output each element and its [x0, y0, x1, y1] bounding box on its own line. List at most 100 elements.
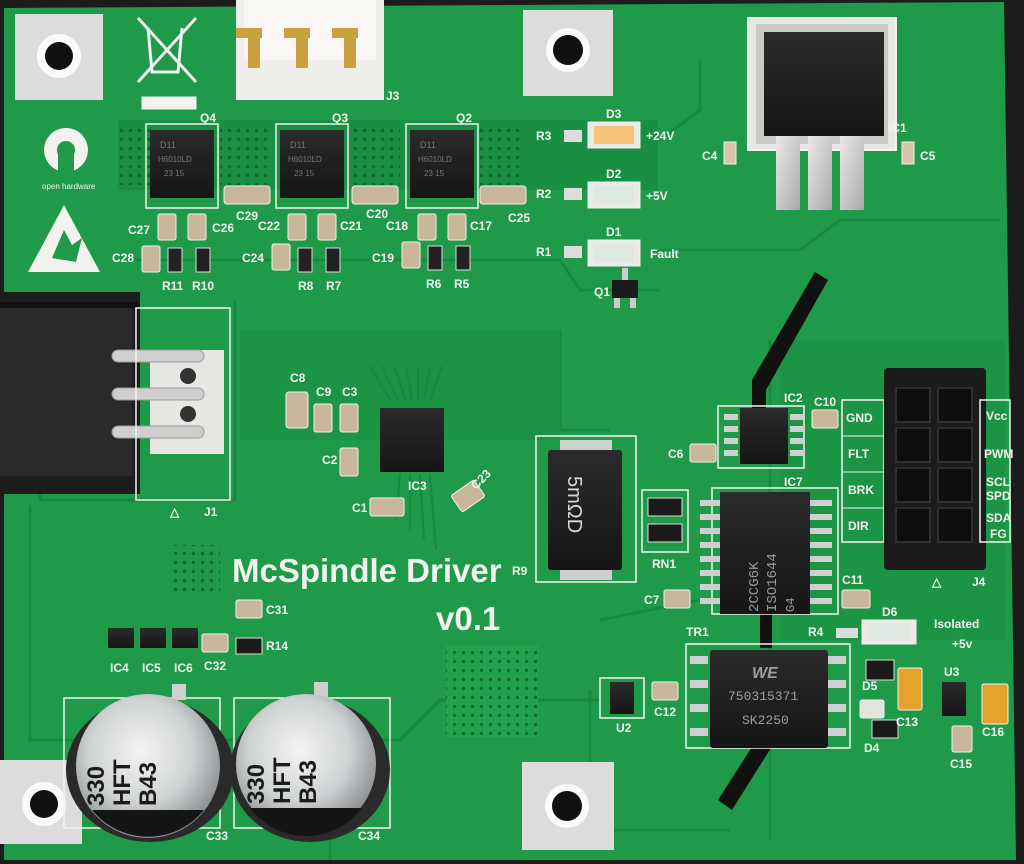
j4-label-gnd: GND — [846, 411, 873, 425]
led-d1: R1 D1 Fault — [536, 225, 679, 267]
q3-marking-1: D11 — [290, 140, 306, 150]
refdes-ic5: IC5 — [142, 661, 161, 675]
open-hardware-label: open hardware — [42, 182, 96, 191]
electrolytic-capacitor-c33: 330 HFT B43 C33 — [63, 684, 234, 843]
refdes-mosfet-area: C27 C26 C29 C28 R11 R10 C22 C21 C20 C24 … — [112, 207, 530, 293]
via-field-top-mid3 — [478, 125, 524, 185]
r9-marking: 5mΩD — [563, 476, 585, 533]
board-version: v0.1 — [436, 600, 500, 637]
led-d3-lens — [594, 126, 634, 144]
tr1-marking-1: 750315371 — [728, 689, 798, 704]
c33-line2: HFT — [109, 759, 136, 806]
small-ics-row: IC4 IC5 IC6 C32 C31 R14 — [108, 599, 288, 675]
refdes-d5: D5 — [862, 679, 878, 693]
isolated-label-2: +5v — [952, 637, 973, 651]
q4-marking-2: H6010LD — [158, 155, 192, 164]
led-d6: R4 D6 Isolated +5v — [808, 605, 979, 651]
tr1-marking-2: SK2250 — [742, 713, 789, 728]
mounting-hole-top-center — [523, 10, 613, 96]
via-field-top-mid2 — [350, 125, 400, 185]
refdes-c25: C25 — [508, 211, 530, 225]
refdes-d3: D3 — [606, 107, 622, 121]
electrolytic-capacitor-c34: 330 HFT B43 C34 — [230, 682, 391, 843]
refdes-r1: R1 — [536, 245, 552, 259]
refdes-c4: C4 — [702, 149, 718, 163]
refdes-r9: R9 — [512, 564, 528, 578]
refdes-d2: D2 — [606, 167, 622, 181]
refdes-tr1: TR1 — [686, 625, 709, 639]
refdes-r4: R4 — [808, 625, 824, 639]
c34-line2: HFT — [269, 757, 296, 804]
regulator-u2: U2 C12 — [599, 677, 679, 735]
via-field-bottom — [446, 645, 538, 737]
refdes-c6: C6 — [668, 447, 684, 461]
refdes-c17: C17 — [470, 219, 492, 233]
weee-bin-icon — [136, 16, 198, 110]
refdes-u2: U2 — [616, 721, 632, 735]
mosfet-q3: Q3 D11 H6010LD 23 15 — [275, 111, 349, 209]
refdes-u3: U3 — [944, 665, 960, 679]
refdes-ic7: IC7 — [784, 475, 803, 489]
connector-j3: J3 — [236, 0, 400, 103]
j4-label-dir: DIR — [848, 519, 869, 533]
refdes-d4: D4 — [864, 741, 880, 755]
mosfet-q4: Q4 D11 H6010LD 23 15 — [145, 111, 219, 209]
j4-label-sda: SDA — [986, 511, 1012, 525]
isolated-output-section: D5 D4 C13 U3 C15 C16 — [859, 659, 1009, 771]
refdes-c16: C16 — [982, 725, 1004, 739]
refdes-j3: J3 — [386, 89, 400, 103]
refdes-r7: R7 — [326, 279, 342, 293]
ic2: IC2 C10 C6 — [668, 391, 839, 469]
j4-label-fg: FG — [990, 527, 1007, 541]
refdes-ic1: IC1 — [888, 121, 907, 135]
refdes-j4: J4 — [972, 575, 986, 589]
board-title: McSpindle Driver — [232, 552, 502, 589]
refdes-c9: C9 — [316, 385, 332, 399]
refdes-c24: C24 — [242, 251, 264, 265]
isolation-slot-upper — [752, 272, 828, 430]
refdes-c18: C18 — [386, 219, 408, 233]
c33-line3: B43 — [135, 762, 162, 806]
c33-line1: 330 — [83, 766, 110, 806]
j4-label-pwm: PWM — [984, 447, 1013, 461]
connector-j4: GND FLT BRK DIR Vcc PWM SCL SPD SDA FG △… — [841, 368, 1013, 589]
refdes-c34: C34 — [358, 829, 380, 843]
refdes-c20: C20 — [366, 207, 388, 221]
refdes-rn1: RN1 — [652, 557, 676, 571]
j4-label-spd: SPD — [986, 489, 1011, 503]
mounting-hole-top-left — [15, 14, 103, 100]
refdes-r8: R8 — [298, 279, 314, 293]
refdes-ic6: IC6 — [174, 661, 193, 675]
tr1-brand: WE — [752, 665, 779, 682]
refdes-r6: R6 — [426, 277, 442, 291]
resistor-network-rn1: RN1 — [641, 489, 689, 571]
j4-label-flt: FLT — [848, 447, 870, 461]
refdes-q2: Q2 — [456, 111, 472, 125]
j4-pin1-marker: △ — [931, 575, 942, 589]
mounting-hole-bottom-center — [522, 762, 614, 850]
refdes-d1: D1 — [606, 225, 622, 239]
refdes-r2: R2 — [536, 187, 552, 201]
esd-warning-icon — [28, 205, 100, 272]
ic7-marking-1: 2CCG6K — [747, 561, 763, 612]
led-d1-label: Fault — [650, 247, 679, 261]
refdes-c12: C12 — [654, 705, 676, 719]
refdes-c10: C10 — [814, 395, 836, 409]
refdes-c33: C33 — [206, 829, 228, 843]
c34-line3: B43 — [295, 760, 322, 804]
refdes-c21: C21 — [340, 219, 362, 233]
via-field-top-left — [120, 125, 150, 185]
j4-label-vcc: Vcc — [986, 409, 1008, 423]
q4-marking-3: 23 15 — [164, 169, 185, 178]
refdes-c19: C19 — [372, 251, 394, 265]
refdes-ic2: IC2 — [784, 391, 803, 405]
j4-label-brk: BRK — [848, 483, 874, 497]
refdes-c11: C11 — [842, 573, 864, 587]
shunt-resistor-r9: 5mΩD R9 — [512, 435, 637, 583]
refdes-c29: C29 — [236, 209, 258, 223]
refdes-r14: R14 — [266, 639, 288, 653]
refdes-c31: C31 — [266, 603, 288, 617]
refdes-c1: C1 — [352, 501, 368, 515]
refdes-q4: Q4 — [200, 111, 216, 125]
